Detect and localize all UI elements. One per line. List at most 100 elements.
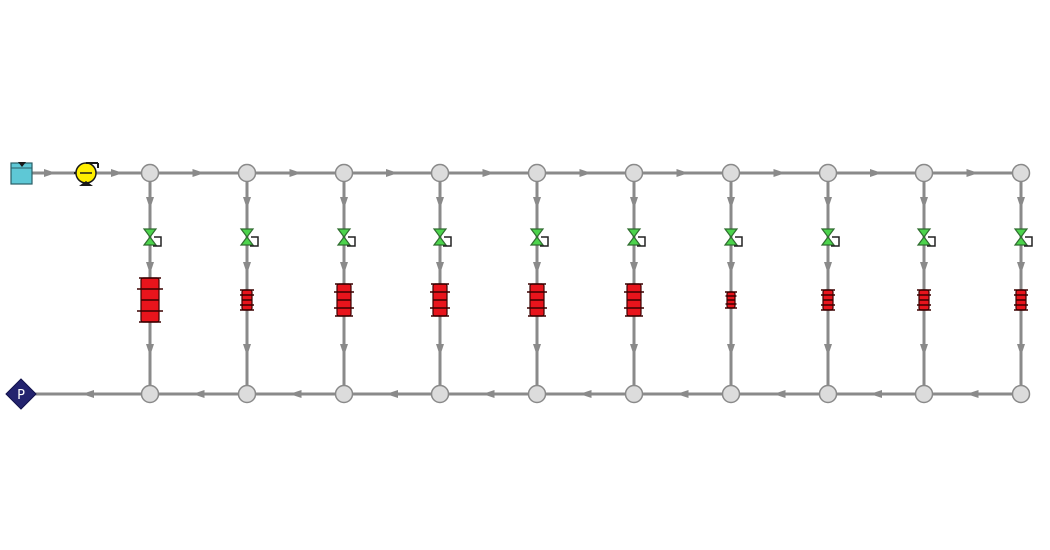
flow-arrow — [82, 390, 94, 398]
branch — [239, 228, 259, 311]
return-junction[interactable] — [1011, 384, 1031, 404]
flow-arrow — [824, 262, 832, 274]
control-valve-icon[interactable] — [432, 228, 452, 247]
supply-junction[interactable] — [334, 163, 354, 183]
heat-exchanger-icon[interactable] — [527, 283, 547, 317]
flow-arrow — [192, 169, 205, 177]
flow-arrow — [482, 390, 495, 398]
branch — [916, 228, 936, 311]
supply-junction[interactable] — [140, 163, 160, 183]
supply-junction[interactable] — [430, 163, 450, 183]
heat-exchanger-icon[interactable] — [137, 277, 163, 323]
flow-arrow — [146, 344, 154, 356]
flow-arrow — [966, 169, 979, 177]
components-layer: P — [5, 162, 99, 410]
control-valve-icon[interactable] — [723, 228, 743, 247]
return-junction[interactable] — [914, 384, 934, 404]
flow-arrow — [630, 344, 638, 356]
flow-arrow — [44, 169, 56, 177]
branch — [624, 228, 646, 317]
return-junction[interactable] — [624, 384, 644, 404]
flow-arrow — [192, 390, 205, 398]
pump-icon[interactable] — [74, 162, 99, 186]
flow-arrow — [289, 390, 302, 398]
flow-arrow — [920, 344, 928, 356]
return-junction[interactable] — [527, 384, 547, 404]
flow-arrow — [386, 169, 398, 177]
heat-exchanger-icon[interactable] — [334, 283, 354, 317]
flow-arrow — [436, 197, 444, 209]
return-junction[interactable] — [140, 384, 160, 404]
flow-arrow — [1017, 197, 1025, 209]
branch — [820, 228, 840, 311]
flow-arrow — [243, 262, 251, 274]
flow-arrow — [727, 344, 735, 356]
flow-arrow — [340, 262, 348, 274]
control-valve-icon[interactable] — [1013, 228, 1033, 247]
flow-arrow — [870, 169, 882, 177]
control-valve-icon[interactable] — [529, 228, 549, 247]
supply-junction[interactable] — [624, 163, 644, 183]
supply-junction[interactable] — [1011, 163, 1031, 183]
control-valve-icon[interactable] — [239, 228, 259, 247]
flow-arrow — [386, 390, 398, 398]
flow-arrow — [920, 197, 928, 209]
return-junction[interactable] — [721, 384, 741, 404]
junctions-layer — [140, 163, 1031, 404]
flow-arrow — [1017, 262, 1025, 274]
heat-exchanger-icon[interactable] — [1014, 289, 1028, 311]
flow-arrow — [340, 344, 348, 356]
flow-arrow — [533, 344, 541, 356]
tank-icon[interactable] — [10, 162, 33, 185]
flow-arrow — [773, 169, 786, 177]
flow-arrow — [533, 197, 541, 209]
flow-arrow — [870, 390, 882, 398]
heat-exchanger-icon[interactable] — [624, 283, 644, 317]
pressure-boundary-icon[interactable]: P — [5, 378, 37, 410]
return-junction[interactable] — [430, 384, 450, 404]
return-junction[interactable] — [818, 384, 838, 404]
branch — [527, 228, 549, 317]
flow-arrow — [579, 169, 592, 177]
heat-exchanger-icon[interactable] — [430, 283, 450, 317]
branch — [723, 228, 743, 309]
flow-arrow — [243, 344, 251, 356]
branch — [334, 228, 356, 317]
flow-arrow — [1017, 344, 1025, 356]
pipes-layer — [30, 171, 1023, 396]
flow-arrow — [340, 197, 348, 209]
supply-junction[interactable] — [237, 163, 257, 183]
supply-junction[interactable] — [721, 163, 741, 183]
branches-layer — [137, 228, 1033, 323]
control-valve-icon[interactable] — [336, 228, 356, 247]
return-junction[interactable] — [334, 384, 354, 404]
flow-arrow — [727, 262, 735, 274]
heat-exchanger-icon[interactable] — [240, 289, 254, 311]
return-junction[interactable] — [237, 384, 257, 404]
flow-arrow — [920, 262, 928, 274]
supply-junction[interactable] — [527, 163, 547, 183]
flow-arrow — [676, 390, 689, 398]
flow-arrow — [146, 262, 154, 274]
branch — [1013, 228, 1033, 311]
control-valve-icon[interactable] — [820, 228, 840, 247]
flow-arrow — [630, 262, 638, 274]
flow-arrow — [243, 197, 251, 209]
control-valve-icon[interactable] — [626, 228, 646, 247]
flow-arrow — [676, 169, 689, 177]
heat-exchanger-icon[interactable] — [821, 289, 835, 311]
flow-arrow — [146, 197, 154, 209]
control-valve-icon[interactable] — [916, 228, 936, 247]
pressure-boundary-label: P — [17, 388, 25, 403]
heat-exchanger-icon[interactable] — [725, 291, 737, 309]
flow-arrow — [289, 169, 302, 177]
flow-arrow — [533, 262, 541, 274]
control-valve-icon[interactable] — [142, 228, 162, 247]
supply-junction[interactable] — [914, 163, 934, 183]
supply-junction[interactable] — [818, 163, 838, 183]
flow-arrow — [824, 197, 832, 209]
flow-arrow — [436, 344, 444, 356]
heat-exchanger-icon[interactable] — [917, 289, 931, 311]
flow-arrow — [773, 390, 786, 398]
